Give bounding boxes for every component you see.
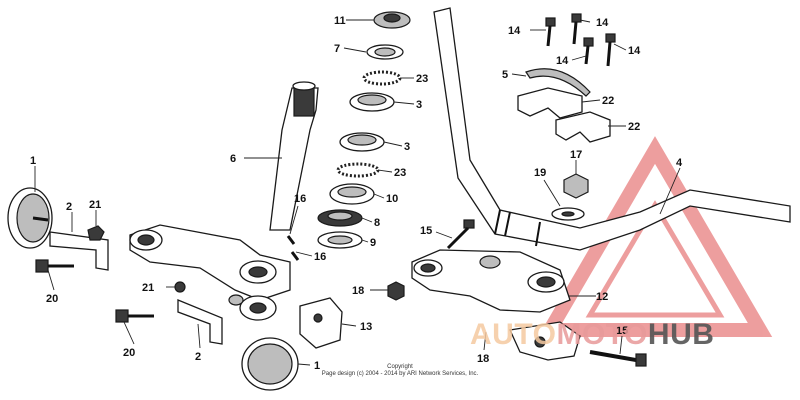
nut-21-left [87,225,105,241]
callout-8: 8 [374,217,380,229]
handlebar-holder-lower [555,111,611,143]
callout-1-left: 1 [30,155,36,167]
nut-18 [387,281,405,301]
bolt-15-upper [446,219,475,250]
upper-triple-clamp [411,249,571,313]
bolt-20-left [35,259,74,273]
callout-2-lower: 2 [195,351,201,363]
callout-14-a: 14 [508,25,521,37]
watermark-logo-text: AUTOMOTOHUB [470,318,714,352]
callout-18-left: 18 [352,285,364,297]
callout-14-d: 14 [628,45,641,57]
callout-22-lower: 22 [628,121,640,133]
callout-23-lower: 23 [394,167,406,179]
callout-7: 7 [334,43,340,55]
copyright-notice: Copyright Page design (c) 2004 - 2014 by… [300,364,500,378]
callout-14-b: 14 [596,17,609,29]
nut-17 [563,173,589,199]
callout-20-lower: 20 [123,347,135,359]
bearing-stack [317,11,411,249]
reflector-left [7,187,53,249]
callout-5: 5 [502,69,508,81]
watermark-auto: AUTO [470,318,557,351]
callout-21-left: 21 [89,199,101,211]
callout-18-lower: 18 [477,353,489,365]
callout-10: 10 [386,193,398,205]
watermark-hub: HUB [647,318,715,351]
callout-19: 19 [534,167,546,179]
watermark-moto: MOTO [556,318,648,351]
callout-15-upper: 15 [420,225,432,237]
reflector-bracket-left [49,231,109,271]
copyright-line-2: Page design (c) 2004 - 2014 by ARI Netwo… [321,371,479,377]
callout-20-left: 20 [46,293,58,305]
callout-15-lower: 15 [616,325,628,337]
bolts-14 [545,13,616,67]
callout-21-center: 21 [142,282,154,294]
callout-16-upper: 16 [294,193,306,205]
reflector-bracket-lower [177,299,223,345]
callout-16-lower: 16 [314,251,326,263]
callout-23-upper: 23 [416,73,428,85]
callout-9: 9 [370,237,376,249]
handlebar [433,7,791,251]
callout-2-left: 2 [66,201,72,213]
callout-labels: 1 2 21 20 6 16 16 21 2 20 13 1 11 7 23 3… [30,15,683,372]
callout-13: 13 [360,321,372,333]
cover-13 [299,297,343,349]
washer-19 [551,207,585,221]
callout-3-upper: 3 [416,99,422,111]
callout-6: 6 [230,153,236,165]
callout-1-lower: 1 [314,360,320,372]
callout-17: 17 [570,149,582,161]
callout-14-c: 14 [556,55,569,67]
bolt-20-lower [115,309,154,323]
lower-triple-clamp [129,224,291,321]
callout-4: 4 [676,157,683,169]
callout-12: 12 [596,291,608,303]
callout-11: 11 [334,15,346,27]
reflector-lower [241,337,299,391]
callout-3-lower: 3 [404,141,410,153]
plate-5 [525,68,591,97]
callout-22-upper: 22 [602,95,614,107]
handlebar-holder-upper [517,87,583,119]
screws-16 [286,235,300,261]
nut-21-center [174,281,186,293]
leader-lines [34,19,681,366]
bolt-15-lower [589,350,647,367]
copyright-line-1: Copyright [387,364,413,370]
steering-stem [269,81,319,231]
lower-clamp-piece [509,321,581,361]
